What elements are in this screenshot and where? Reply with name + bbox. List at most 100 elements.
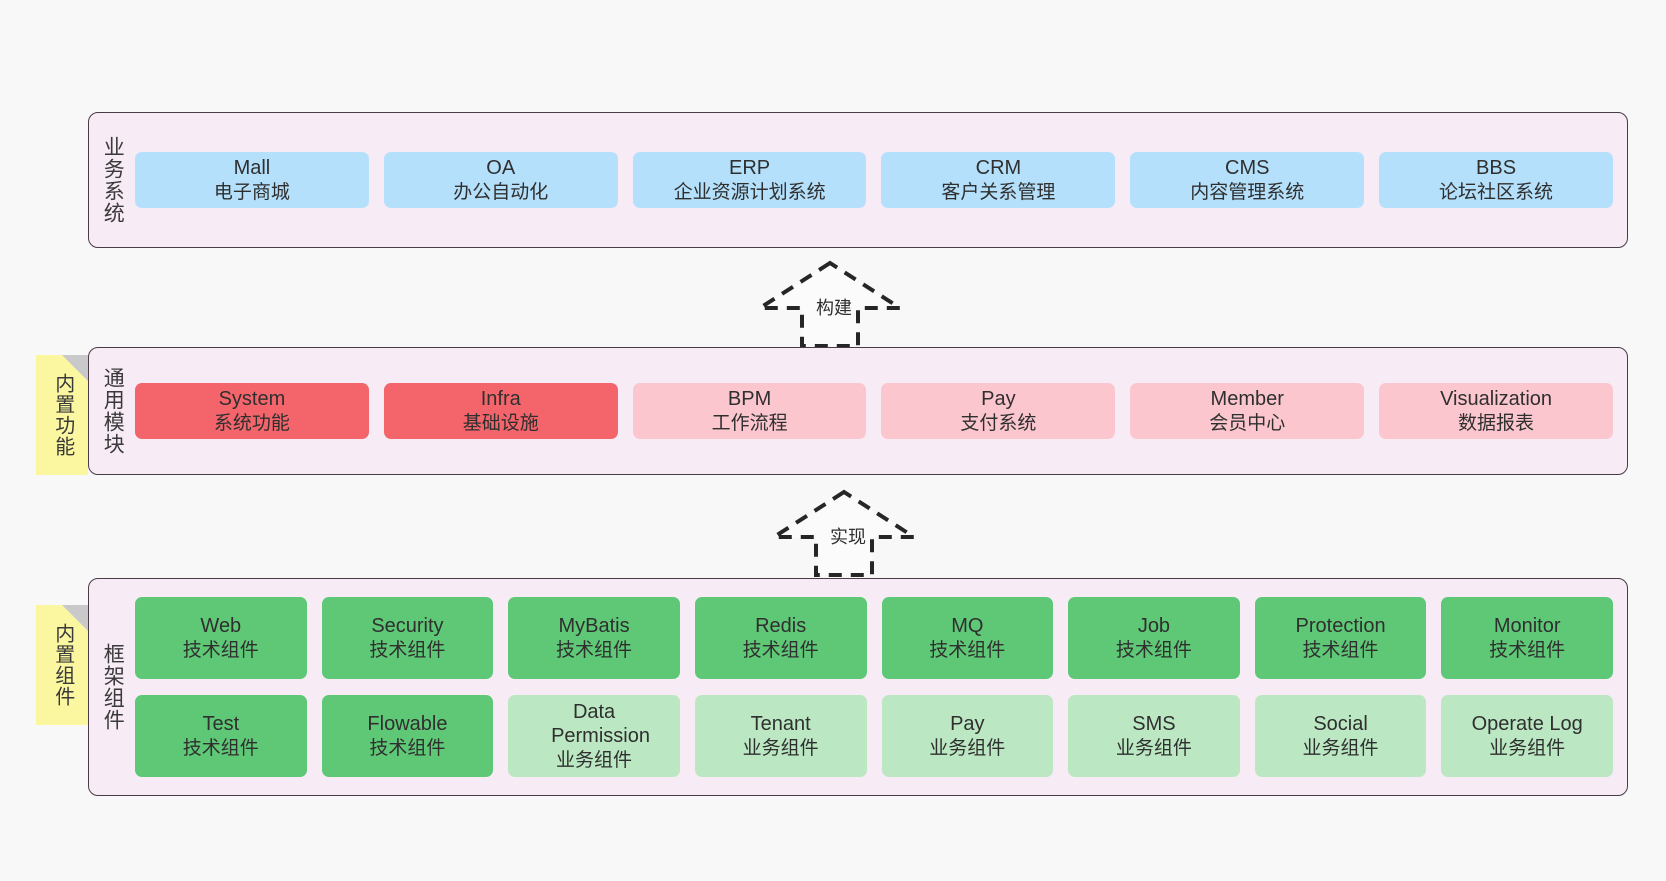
layer-body-framework-component: Web 技术组件 Security 技术组件 MyBatis 技术组件 Redi… (135, 579, 1627, 795)
node-mall[interactable]: Mall 电子商城 (135, 152, 369, 208)
node-erp[interactable]: ERP 企业资源计划系统 (632, 152, 867, 208)
layer-common-module: 通用模块 System 系统功能 Infra 基础设施 BPM 工作流程 Pay… (88, 347, 1628, 475)
node-data-permission[interactable]: Data Permission 业务组件 (508, 695, 680, 777)
node-row: Web 技术组件 Security 技术组件 MyBatis 技术组件 Redi… (135, 597, 1613, 679)
node-title-cn: 技术组件 (556, 639, 633, 661)
node-title-en: BBS (1476, 157, 1517, 180)
node-bpm[interactable]: BPM 工作流程 (632, 383, 867, 439)
node-infra[interactable]: Infra 基础设施 (383, 383, 618, 439)
note-fold-icon (62, 605, 88, 631)
node-operate-log[interactable]: Operate Log 业务组件 (1441, 695, 1613, 777)
node-system[interactable]: System 系统功能 (135, 383, 369, 439)
node-security[interactable]: Security 技术组件 (321, 597, 494, 679)
node-title-cn: 业务组件 (1115, 737, 1192, 759)
node-cms[interactable]: CMS 内容管理系统 (1130, 152, 1365, 208)
layer-business-system: 业务系统 Mall 电子商城 OA 办公自动化 ERP 企业资源计划系统 CRM… (88, 112, 1628, 248)
node-title-cn: 业务组件 (1489, 737, 1566, 759)
node-title-cn: 业务组件 (742, 737, 819, 759)
node-title-en: MyBatis (558, 615, 630, 638)
node-title-en: Security (371, 615, 444, 638)
node-test[interactable]: Test 技术组件 (135, 695, 307, 777)
note-label: 内置组件 (51, 623, 74, 707)
note-label: 内置功能 (51, 373, 74, 457)
node-visualization[interactable]: Visualization 数据报表 (1379, 383, 1613, 439)
node-title-cn: 基础设施 (462, 412, 539, 434)
node-oa[interactable]: OA 办公自动化 (383, 152, 618, 208)
node-title-en: MQ (951, 615, 984, 638)
node-title-cn: 电子商城 (213, 181, 290, 203)
node-protection[interactable]: Protection 技术组件 (1254, 597, 1427, 679)
node-title-en: Member (1210, 388, 1284, 411)
node-bbs[interactable]: BBS 论坛社区系统 (1379, 152, 1613, 208)
node-sms[interactable]: SMS 业务组件 (1068, 695, 1240, 777)
node-member[interactable]: Member 会员中心 (1130, 383, 1365, 439)
node-title-cn: 会员中心 (1209, 412, 1286, 434)
node-title-en: Web (200, 615, 242, 638)
node-title-en: Data Permission (551, 701, 650, 748)
node-mq[interactable]: MQ 技术组件 (881, 597, 1054, 679)
node-title-en: Mall (233, 157, 271, 180)
node-flowable[interactable]: Flowable 技术组件 (321, 695, 494, 777)
node-title-en: Pay (950, 713, 985, 736)
node-title-en: Operate Log (1471, 713, 1583, 736)
node-title-cn: 数据报表 (1458, 412, 1535, 434)
layer-title-business-system: 业务系统 (101, 136, 125, 224)
node-title-en: Social (1313, 713, 1368, 736)
layer-body-common-module: System 系统功能 Infra 基础设施 BPM 工作流程 Pay 支付系统… (135, 348, 1627, 474)
node-title-en: CRM (975, 157, 1022, 180)
layer-body-business-system: Mall 电子商城 OA 办公自动化 ERP 企业资源计划系统 CRM 客户关系… (135, 113, 1627, 247)
node-title-cn: 支付系统 (960, 412, 1037, 434)
node-title-en: Infra (480, 388, 521, 411)
node-title-en: Flowable (367, 713, 448, 736)
node-title-en: Pay (981, 388, 1016, 411)
node-title-cn: 技术组件 (742, 639, 819, 661)
node-title-cn: 系统功能 (213, 412, 290, 434)
node-mybatis[interactable]: MyBatis 技术组件 (508, 597, 680, 679)
node-title-cn: 内容管理系统 (1190, 181, 1305, 203)
node-title-cn: 企业资源计划系统 (673, 181, 826, 203)
node-web[interactable]: Web 技术组件 (135, 597, 307, 679)
node-title-cn: 技术组件 (182, 639, 259, 661)
node-title-cn: 办公自动化 (453, 181, 549, 203)
node-title-en: Tenant (750, 713, 811, 736)
node-title-cn: 工作流程 (711, 412, 788, 434)
node-row: Test 技术组件 Flowable 技术组件 Data Permission … (135, 695, 1613, 777)
node-title-cn: 技术组件 (182, 737, 259, 759)
node-job[interactable]: Job 技术组件 (1068, 597, 1240, 679)
node-tenant[interactable]: Tenant 业务组件 (694, 695, 867, 777)
node-crm[interactable]: CRM 客户关系管理 (881, 152, 1116, 208)
node-monitor[interactable]: Monitor 技术组件 (1441, 597, 1613, 679)
node-pay-component[interactable]: Pay 业务组件 (881, 695, 1054, 777)
node-pay-module[interactable]: Pay 支付系统 (881, 383, 1116, 439)
node-title-en: CMS (1225, 157, 1270, 180)
node-title-en: SMS (1132, 713, 1176, 736)
layer-framework-component: 框架组件 Web 技术组件 Security 技术组件 MyBatis 技术组件… (88, 578, 1628, 796)
node-title-cn: 技术组件 (929, 639, 1006, 661)
node-title-en: ERP (729, 157, 771, 180)
node-title-en: Visualization (1440, 388, 1553, 411)
node-title-en: Redis (755, 615, 807, 638)
node-title-cn: 技术组件 (1115, 639, 1192, 661)
node-title-en: System (218, 388, 286, 411)
layer-title-common-module: 通用模块 (101, 367, 125, 455)
node-title-en: BPM (727, 388, 772, 411)
node-title-cn: 技术组件 (369, 737, 446, 759)
node-title-cn: 业务组件 (1302, 737, 1379, 759)
layer-title-framework-component: 框架组件 (101, 643, 125, 731)
node-row: Mall 电子商城 OA 办公自动化 ERP 企业资源计划系统 CRM 客户关系… (135, 152, 1613, 208)
node-title-cn: 论坛社区系统 (1439, 181, 1554, 203)
node-redis[interactable]: Redis 技术组件 (694, 597, 867, 679)
node-title-en: Job (1137, 615, 1171, 638)
node-social[interactable]: Social 业务组件 (1254, 695, 1427, 777)
connector-implement-label: 实现 (830, 527, 866, 547)
node-title-cn: 客户关系管理 (941, 181, 1056, 203)
node-row: System 系统功能 Infra 基础设施 BPM 工作流程 Pay 支付系统… (135, 383, 1613, 439)
node-title-en: Monitor (1493, 615, 1561, 638)
node-title-cn: 技术组件 (1489, 639, 1566, 661)
note-builtin-function: 内置功能 (36, 355, 88, 475)
node-title-en: Protection (1295, 615, 1386, 638)
connector-build-label: 构建 (816, 298, 852, 318)
node-title-cn: 技术组件 (1302, 639, 1379, 661)
node-title-cn: 业务组件 (556, 749, 633, 771)
